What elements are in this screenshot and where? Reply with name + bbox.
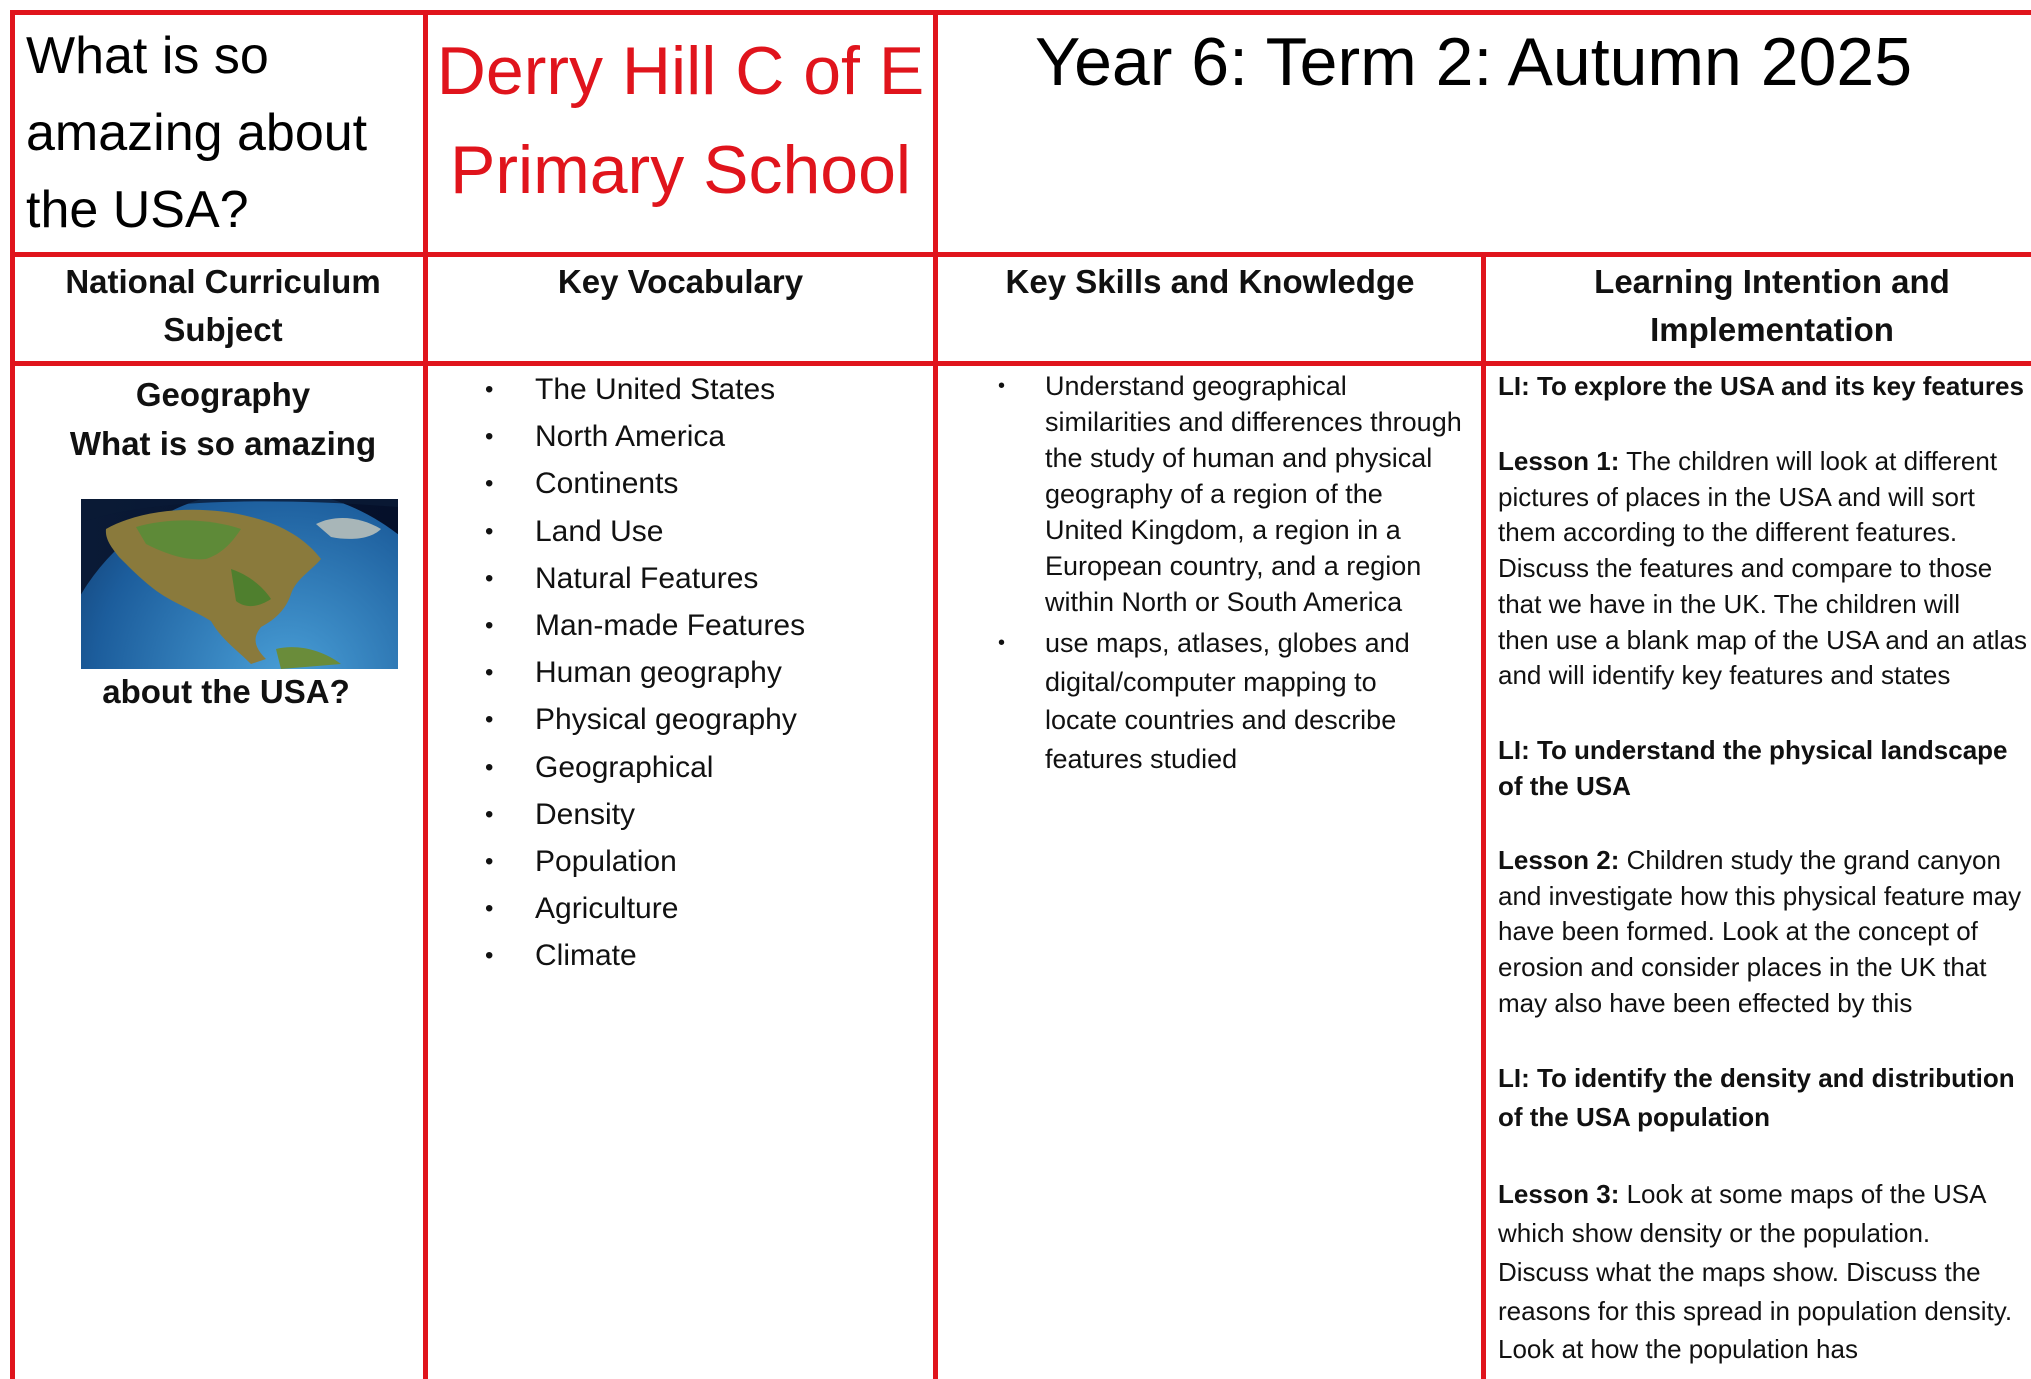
list-item: Physical geography <box>478 696 928 743</box>
column-header-line: Implementation <box>1650 311 1894 348</box>
text-line: which show density or the population. <box>1498 1218 1931 1249</box>
text-line: similarities and differences through <box>1045 407 1462 437</box>
lesson-2: Lesson 2: Children study the grand canyo… <box>1498 843 2031 1022</box>
list-item: Human geography <box>478 649 928 696</box>
text-line: Look at how the population has <box>1498 1334 1858 1365</box>
text-line: then use a blank map of the USA and an a… <box>1498 624 2028 655</box>
text-line: Lesson 2: Children study the grand canyo… <box>1498 843 2031 879</box>
text-line: Understand geographical <box>1045 371 1347 401</box>
lesson-label: Lesson 1: <box>1498 446 1620 476</box>
skills-list: Understand geographical similarities and… <box>985 368 1480 778</box>
school-name: Derry Hill C of E Primary School <box>428 22 933 220</box>
grid-line <box>10 361 2031 366</box>
list-item: Agriculture <box>478 885 928 932</box>
unit-question-line: the USA? <box>26 181 249 239</box>
list-item: The United States <box>478 366 928 413</box>
text-line: features studied <box>1045 743 1238 774</box>
text-line: and investigate how this physical featur… <box>1498 880 2022 911</box>
text-line: pictures of places in the USA and will s… <box>1498 481 1975 512</box>
text-line: and will identify key features and state… <box>1498 660 1951 691</box>
learning-intention-2: LI: To understand the physical landscape… <box>1498 732 2031 804</box>
column-header-vocabulary: Key Vocabulary <box>557 263 804 300</box>
list-item: Continents <box>478 460 928 507</box>
text-line: use maps, atlases, globes and <box>1045 628 1410 658</box>
text-span: Children study the grand canyon <box>1619 844 2001 875</box>
list-item: Understand geographical similarities and… <box>985 368 1480 620</box>
globe-north-america-icon <box>81 499 398 669</box>
lesson-3: Lesson 3: Look at some maps of the USA w… <box>1498 1175 2031 1369</box>
list-item: Geographical <box>478 744 928 791</box>
text-line: that we have in the UK. The children wil… <box>1498 588 1960 619</box>
text-line: within North or South America <box>1045 587 1403 617</box>
vocabulary-list: The United States North America Continen… <box>478 366 928 980</box>
list-item: North America <box>478 413 928 460</box>
list-item: Climate <box>478 932 928 979</box>
text-line: LI: To identify the density and distribu… <box>1498 1063 2015 1094</box>
column-header-learning: Learning Intention and Implementation <box>1487 258 2031 354</box>
unit-question-line: amazing about <box>26 104 368 162</box>
learning-intention-3: LI: To identify the density and distribu… <box>1498 1059 2031 1137</box>
text-line: reasons for this spread in population de… <box>1498 1295 2013 1326</box>
text-line: of the USA population <box>1498 1102 1770 1133</box>
grid-line <box>423 10 428 1379</box>
subject-cell: Geography What is so amazing <box>12 370 434 468</box>
text-line: digital/computer mapping to <box>1045 666 1377 697</box>
text-line: the study of human and physical <box>1045 443 1433 473</box>
text-line: United Kingdom, a region in a <box>1045 515 1401 545</box>
column-header-skills: Key Skills and Knowledge <box>1005 263 1415 300</box>
text-span: Look at some maps of the USA <box>1619 1179 1987 1210</box>
text-line: Lesson 3: Look at some maps of the USA <box>1498 1175 2031 1214</box>
list-item: use maps, atlases, globes and digital/co… <box>985 624 1480 778</box>
text-line: Discuss what the maps show. Discuss the <box>1498 1256 1981 1287</box>
grid-line <box>10 252 2031 257</box>
grid-line <box>10 10 2031 15</box>
text-line: them according to the different features… <box>1498 517 1958 548</box>
subject-topic-end: about the USA? <box>102 673 350 710</box>
grid-line <box>10 10 15 1379</box>
text-span: The children will look at different <box>1619 446 1998 476</box>
text-line: LI: To understand the physical landscape <box>1498 734 2008 765</box>
list-item: Population <box>478 838 928 885</box>
text-line: Lesson 1: The children will look at diff… <box>1498 444 2031 480</box>
column-header-line: Learning Intention and <box>1594 263 1950 300</box>
column-header-subject: National Curriculum Subject <box>12 258 434 354</box>
lesson-label: Lesson 2: <box>1498 844 1620 875</box>
unit-question-line: What is so <box>26 27 269 85</box>
lesson-label: Lesson 3: <box>1498 1179 1620 1210</box>
school-name-line: Primary School <box>449 132 912 208</box>
column-header-line: Subject <box>163 311 283 348</box>
text-line: erosion and consider places in the UK th… <box>1498 952 1987 983</box>
term-title: Year 6: Term 2: Autumn 2025 <box>1035 24 1913 100</box>
column-header-line: National Curriculum <box>65 263 381 300</box>
lesson-1: Lesson 1: The children will look at diff… <box>1498 444 2031 694</box>
list-item: Natural Features <box>478 555 928 602</box>
text-line: Discuss the features and compare to thos… <box>1498 553 1993 584</box>
subject-name: Geography <box>135 376 311 413</box>
text-line: of the USA <box>1498 770 1631 801</box>
text-line: locate countries and describe <box>1045 705 1397 735</box>
text-line: may also have been effected by this <box>1498 987 1913 1018</box>
school-name-line: Derry Hill C of E <box>436 33 925 109</box>
list-item: Land Use <box>478 508 928 555</box>
grid-line <box>1481 252 1486 1379</box>
subject-topic: What is so amazing <box>69 425 377 462</box>
unit-question: What is so amazing about the USA? <box>26 18 416 249</box>
learning-intentions: LI: To explore the USA and its key featu… <box>1498 368 2031 1369</box>
text-line: European country, and a region <box>1045 551 1422 581</box>
learning-intention-1: LI: To explore the USA and its key featu… <box>1498 371 2024 401</box>
list-item: Man-made Features <box>478 602 928 649</box>
text-line: have been formed. Look at the concept of <box>1498 916 1978 947</box>
grid-line <box>933 10 938 1379</box>
text-line: geography of a region of the <box>1045 479 1383 509</box>
list-item: Density <box>478 791 928 838</box>
